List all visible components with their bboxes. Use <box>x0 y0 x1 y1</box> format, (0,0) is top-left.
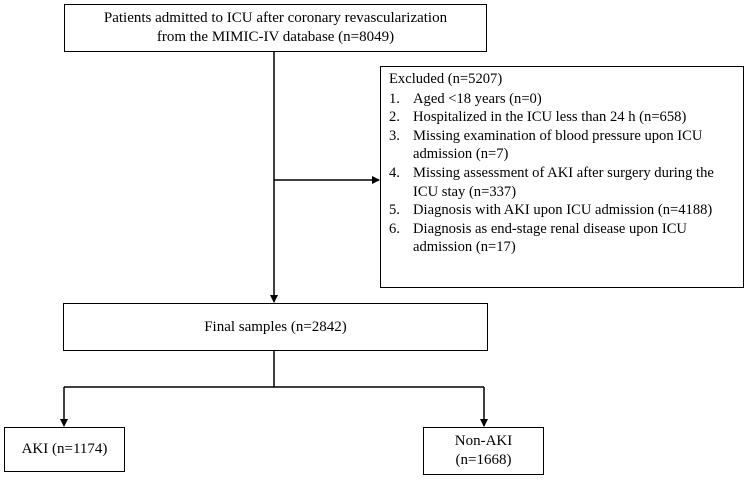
final-samples-box: Final samples (n=2842) <box>63 303 488 351</box>
exclusion-item-text: Hospitalized in the ICU less than 24 h (… <box>413 109 687 126</box>
exclusion-item: 5. Diagnosis with AKI upon ICU admission… <box>389 201 737 220</box>
excluded-box: Excluded (n=5207) 1. Aged <18 years (n=0… <box>380 66 744 288</box>
exclusion-item: 4. Missing assessment of AKI after surge… <box>389 164 737 201</box>
exclusion-item-text: Missing assessment of AKI after surgery … <box>413 164 714 200</box>
excluded-header: Excluded (n=5207) <box>389 71 503 87</box>
exclusion-item-number: 1. <box>389 90 400 107</box>
cohort-source-line1: Patients admitted to ICU after coronary … <box>103 10 448 26</box>
exclusion-item-number: 2. <box>389 109 400 126</box>
cohort-source-box: Patients admitted to ICU after coronary … <box>64 4 487 52</box>
exclusion-item-text: Aged <18 years (n=0) <box>413 90 542 107</box>
non-aki-group-box: Non-AKI (n=1668) <box>423 427 544 475</box>
exclusion-item: 2. Hospitalized in the ICU less than 24 … <box>389 108 737 127</box>
non-aki-group-line2: (n=1668) <box>455 452 512 468</box>
exclusion-item-text: Missing examination of blood pressure up… <box>413 127 703 163</box>
exclusion-item-text: Diagnosis with AKI upon ICU admission (n… <box>413 202 713 219</box>
exclusion-item: 3. Missing examination of blood pressure… <box>389 127 737 164</box>
non-aki-group-line1: Non-AKI <box>454 433 513 449</box>
aki-group-label: AKI (n=1174) <box>21 441 108 457</box>
aki-group-box: AKI (n=1174) <box>4 427 125 472</box>
exclusion-item: 1. Aged <18 years (n=0) <box>389 90 737 109</box>
exclusion-item-text: Diagnosis as end-stage renal disease upo… <box>413 220 687 256</box>
exclusion-item-number: 3. <box>389 127 400 144</box>
cohort-source-line2: from the MIMIC-IV database (n=8049) <box>156 29 395 45</box>
exclusion-item-number: 4. <box>389 164 400 181</box>
exclusion-item-number: 6. <box>389 220 400 237</box>
final-samples-label: Final samples (n=2842) <box>204 318 347 335</box>
exclusion-item-number: 5. <box>389 202 400 219</box>
exclusion-list: 1. Aged <18 years (n=0) 2. Hospitalized … <box>389 90 737 257</box>
exclusion-item: 6. Diagnosis as end-stage renal disease … <box>389 220 737 257</box>
